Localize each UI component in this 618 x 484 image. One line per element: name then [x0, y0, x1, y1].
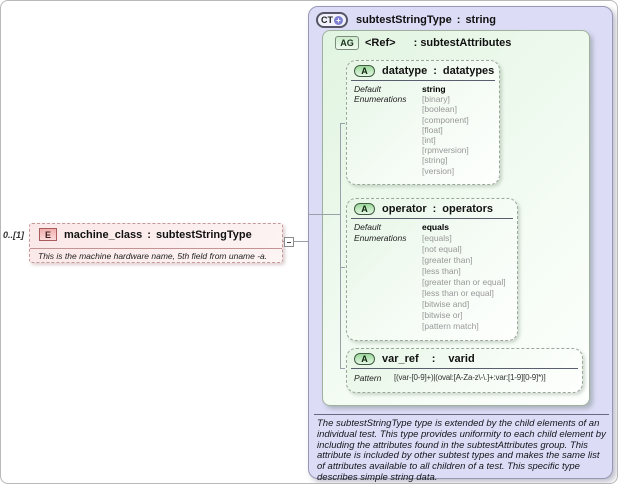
element-divider — [30, 248, 282, 249]
attribute-facets: Default Enumerations string [binary][boo… — [347, 81, 499, 176]
enumeration-value: [binary] — [422, 94, 450, 105]
element-name: machine_class — [64, 228, 143, 241]
attribute-divider — [351, 218, 513, 219]
enumeration-value: [bitwise and] — [422, 299, 470, 309]
enumeration-value: [float] — [422, 124, 443, 135]
element-annotation: This is the machine hardware name, 5th f… — [38, 251, 268, 261]
minus-icon — [287, 242, 291, 243]
plus-icon: + — [334, 15, 343, 25]
attribute-box-datatype[interactable]: A datatype: datatypes Default Enumeration… — [346, 60, 500, 185]
enumeration-value: [bitwise or] — [422, 310, 463, 320]
complex-type-divider — [314, 414, 609, 415]
enumeration-value: [boolean] — [422, 104, 457, 115]
complex-type-header[interactable]: CT+ subtestStringType: string — [309, 7, 612, 28]
facet-label-default: Default — [354, 222, 381, 232]
enumeration-value: [component] — [422, 114, 469, 125]
facet-labels: Default Enumerations — [354, 84, 422, 176]
facet-label-enumerations: Enumerations — [354, 233, 407, 243]
attribute-header[interactable]: A var_ref: varid — [347, 349, 582, 365]
attribute-separator: : — [431, 353, 436, 365]
facet-values: string [binary][boolean][component][floa… — [422, 84, 469, 176]
attribute-box-operator[interactable]: A operator: operators Default Enumeration… — [346, 198, 518, 341]
attribute-separator: : — [433, 65, 437, 77]
complex-type-separator: : — [456, 14, 461, 26]
attribute-divider — [351, 80, 495, 81]
enumeration-value: [version] — [422, 165, 455, 176]
complex-type-name: subtestStringType — [356, 14, 452, 26]
attribute-facets: Pattern [(var-[0-9]+)|(oval:[A-Za-z\-\.]… — [347, 369, 582, 383]
attribute-header[interactable]: A operator: operators — [347, 199, 517, 215]
facet-label-pattern: Pattern — [354, 373, 382, 383]
facet-default-value: equals — [422, 222, 449, 232]
facet-label-default: Default — [354, 84, 381, 94]
facet-label-enumerations: Enumerations — [354, 94, 407, 105]
attribute-facets: Default Enumerations equals [equals][not… — [347, 219, 517, 332]
attribute-group-separator: : — [413, 37, 418, 49]
enumeration-list: [equals][not equal][greater than][less t… — [422, 233, 506, 332]
enumeration-value: [greater than] — [422, 255, 473, 265]
attribute-name: datatype — [382, 65, 428, 77]
complex-type-base: string — [465, 14, 496, 26]
attribute-group-title: <Ref>: subtestAttributes — [365, 37, 511, 49]
element-icon: E — [39, 228, 57, 241]
enumeration-value: [rpmversion] — [422, 145, 469, 156]
attribute-group-name: subtestAttributes — [420, 37, 512, 49]
attribute-type: datatypes — [442, 65, 495, 77]
attribute-separator: : — [432, 203, 437, 215]
attribute-group-ref: <Ref> — [365, 37, 396, 49]
attribute-type: operators — [442, 203, 494, 215]
enumeration-value: [not equal] — [422, 244, 462, 254]
complex-type-icon: CT+ — [316, 12, 348, 28]
element-type: subtestStringType — [155, 228, 252, 241]
facet-pattern-value: [(var-[0-9]+)|(oval:[A-Za-z\-\.]+:var:[1… — [394, 373, 546, 382]
element-type-separator: : — [147, 228, 151, 241]
enumeration-value: [int] — [422, 135, 436, 146]
attribute-box-var-ref[interactable]: A var_ref: varid Pattern [(var-[0-9]+)|(o… — [346, 348, 583, 393]
attribute-icon: A — [354, 65, 375, 77]
attribute-name: operator — [382, 203, 427, 215]
attribute-divider — [351, 368, 578, 369]
attribute-name: var_ref — [382, 353, 419, 365]
attribute-header[interactable]: A datatype: datatypes — [347, 61, 499, 77]
complex-type-annotation: The subtestStringType type is extended b… — [317, 418, 606, 483]
attribute-icon: A — [354, 203, 375, 215]
facet-labels: Default Enumerations — [354, 222, 422, 332]
attribute-group-header[interactable]: AG <Ref>: subtestAttributes — [323, 31, 589, 50]
enumeration-list: [binary][boolean][component][float][int]… — [422, 94, 469, 176]
element-title: machine_class: subtestStringType — [64, 229, 252, 241]
attribute-title: var_ref: varid — [382, 353, 475, 365]
enumeration-value: [greater than or equal] — [422, 277, 506, 287]
complex-type-badge-text: CT — [321, 15, 333, 25]
attribute-group-icon: AG — [335, 36, 359, 50]
enumeration-value: [equals] — [422, 233, 452, 243]
facet-default-value: string — [422, 84, 446, 94]
enumeration-value: [pattern match] — [422, 321, 479, 331]
attribute-icon: A — [354, 353, 375, 365]
attribute-type: varid — [448, 353, 475, 365]
complex-type-box[interactable]: CT+ subtestStringType: string AG <Ref>: s… — [308, 6, 613, 483]
enumeration-value: [less than or equal] — [422, 288, 494, 298]
facet-values: equals [equals][not equal][greater than]… — [422, 222, 506, 332]
occurrence-label: 0..[1] — [3, 230, 25, 240]
complex-type-title: subtestStringType: string — [356, 14, 496, 26]
element-header: E machine_class: subtestStringType — [30, 224, 282, 241]
attribute-title: datatype: datatypes — [382, 65, 494, 77]
enumeration-value: [less than] — [422, 266, 461, 276]
enumeration-value: [string] — [422, 155, 448, 166]
element-box-machine-class[interactable]: E machine_class: subtestStringType This i… — [29, 223, 283, 263]
collapse-handle[interactable] — [284, 237, 294, 247]
attribute-group-box[interactable]: AG <Ref>: subtestAttributes A datatype:d… — [322, 30, 590, 406]
attribute-title: operator: operators — [382, 203, 493, 215]
